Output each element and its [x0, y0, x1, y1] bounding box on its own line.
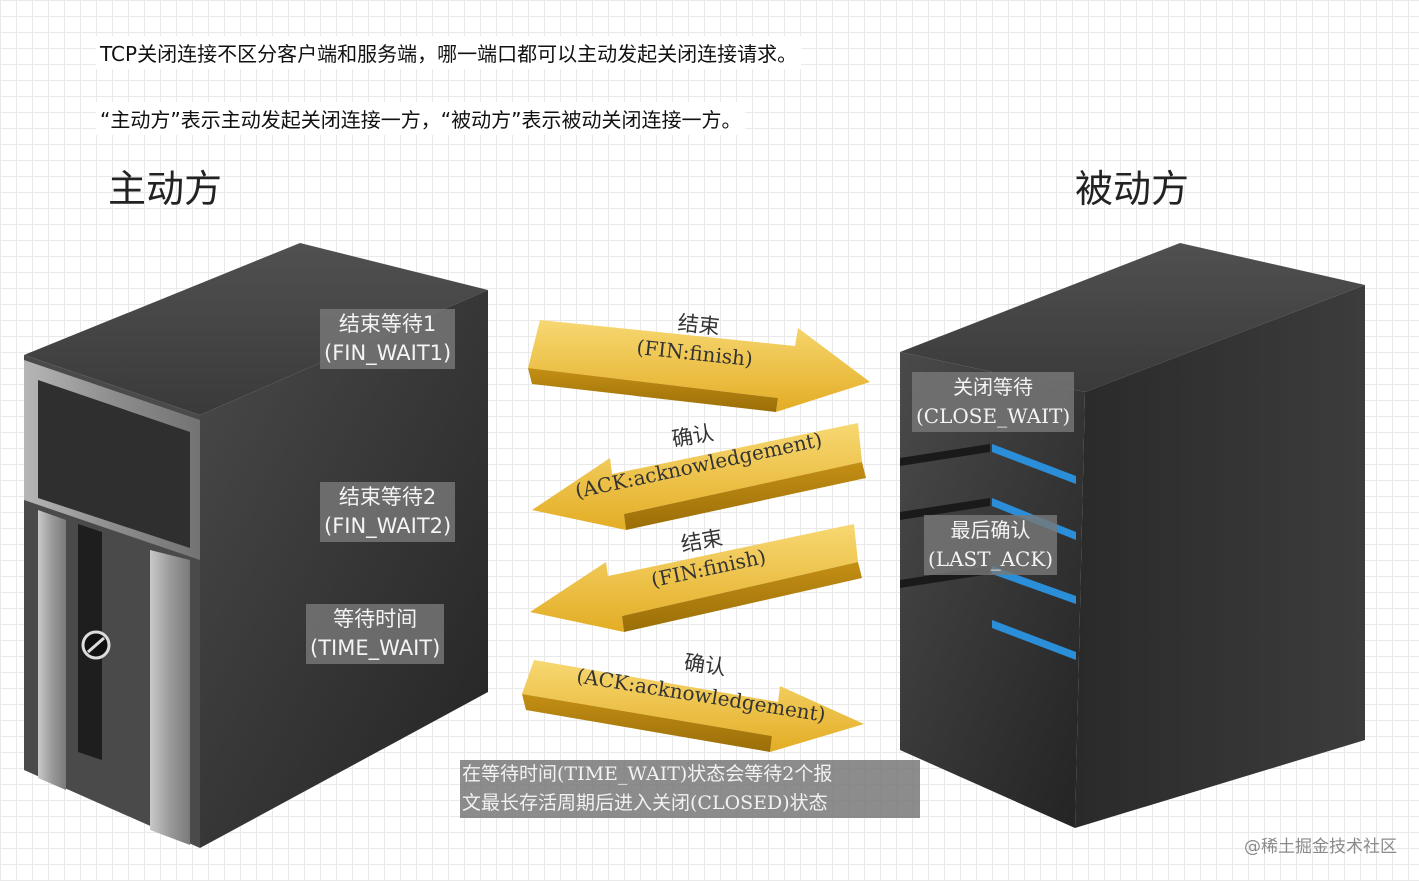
arrow-ack-2: [522, 660, 864, 752]
watermark: @稀土掘金技术社区: [1244, 837, 1397, 857]
active-server-bezel-opening: [38, 380, 190, 548]
passive-server-front-face: [900, 352, 1085, 828]
active-server-top: [24, 243, 488, 415]
msg-4-title: 确认: [683, 650, 728, 680]
active-server: [24, 243, 488, 848]
active-side-title: 主动方: [108, 167, 223, 211]
led-strip-1: [992, 444, 1076, 484]
passive-side-title: 被动方: [1075, 167, 1190, 211]
passive-server: [900, 243, 1365, 828]
msg-1-title: 结束: [677, 311, 721, 339]
arrow-fin-2: [530, 524, 862, 632]
intro-line-2: “主动方”表示主动发起关闭连接一方，“被动方”表示被动关闭连接一方。: [96, 102, 746, 135]
intro-line-1: TCP关闭连接不区分客户端和服务端，哪一端口都可以主动发起关闭连接请求。: [96, 36, 802, 69]
active-server-bezel-left: [38, 510, 66, 790]
time-wait-note: 在等待时间(TIME_WAIT)状态会等待2个报 文最长存活周期后进入关闭(CL…: [460, 760, 920, 818]
led-strip-3: [992, 566, 1076, 604]
active-server-right-face: [200, 290, 488, 848]
state-fin-wait1: 结束等待1 (FIN_WAIT1): [320, 309, 456, 369]
passive-server-right-face: [1075, 285, 1365, 828]
slot-1: [900, 444, 990, 466]
msg-2-title: 确认: [670, 421, 716, 452]
arrow-fin-1: [528, 320, 870, 412]
passive-server-top: [900, 243, 1365, 392]
slot-2: [900, 498, 990, 520]
msg-3-title: 结束: [679, 526, 725, 557]
led-strip-4: [992, 620, 1076, 660]
arrow-ack-1: [532, 423, 866, 530]
state-close-wait: 关闭等待 (CLOSE_WAIT): [912, 372, 1075, 432]
power-button-slash: [87, 636, 105, 654]
state-time-wait: 等待时间 (TIME_WAIT): [306, 604, 445, 664]
state-fin-wait2: 结束等待2 (FIN_WAIT2): [320, 482, 456, 542]
active-server-bezel-right: [150, 550, 190, 845]
state-last-ack: 最后确认 (LAST_ACK): [924, 515, 1058, 575]
